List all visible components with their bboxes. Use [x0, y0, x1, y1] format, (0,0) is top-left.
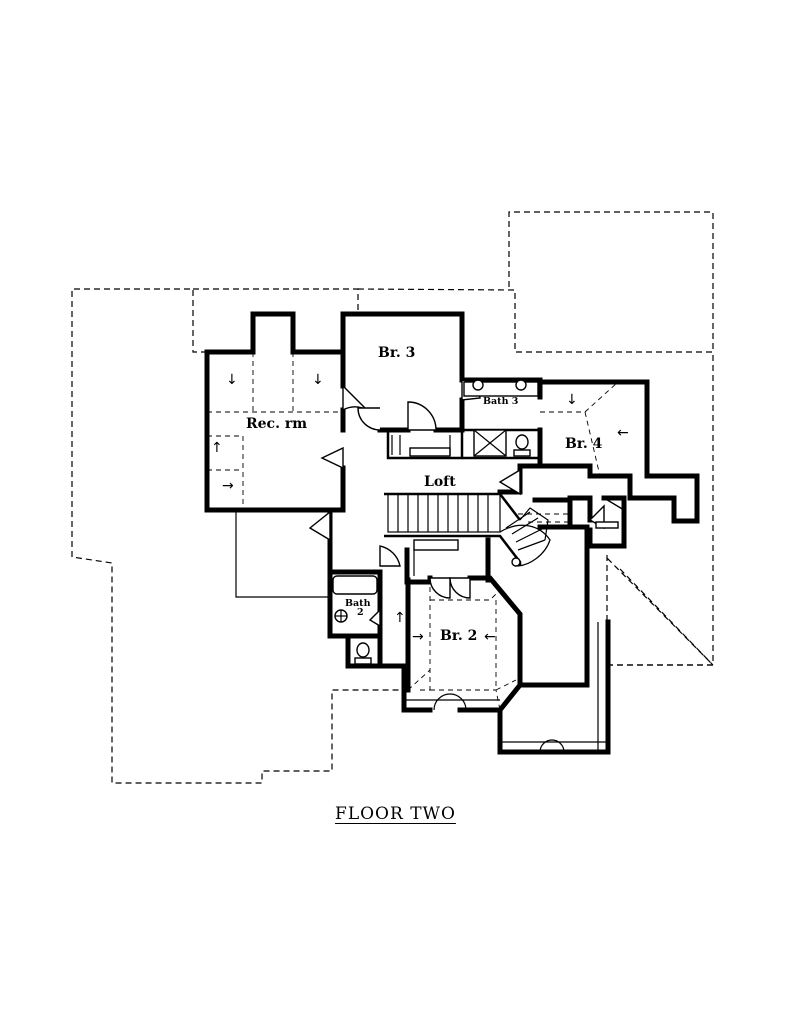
ceiling-lines: [207, 352, 619, 711]
arrow-left-icon: ←: [617, 425, 629, 441]
room-labels: Rec. rm Br. 3 Bath 3 Br. 4 Loft Bath 2 B…: [246, 345, 603, 644]
bath-fixtures: [332, 379, 619, 665]
label-br-2: Br. 2: [440, 628, 477, 644]
arrow-down-icon: ↓: [566, 392, 578, 408]
arrow-right-icon: →: [222, 478, 234, 494]
label-loft: Loft: [424, 474, 456, 490]
roof-outline: [71, 211, 715, 784]
label-bath-2-number: 2: [357, 607, 364, 618]
arrow-down-icon: ↓: [312, 372, 324, 388]
arrow-left-icon: ←: [484, 629, 496, 645]
arrow-right-icon: →: [412, 629, 424, 645]
arrow-up-icon: ↑: [211, 440, 223, 456]
label-bath-2: Bath: [345, 598, 371, 609]
label-br-3: Br. 3: [378, 345, 415, 361]
label-rec-rm: Rec. rm: [246, 416, 307, 432]
label-bath-3: Bath 3: [483, 396, 518, 407]
arrow-up-icon: ↑: [394, 610, 406, 626]
slope-arrows: ↓ ↓ ↓ ← → ↑ ↑ → ←: [211, 372, 629, 645]
arrow-down-icon: ↓: [226, 372, 238, 388]
windows: [404, 622, 608, 753]
label-br-4: Br. 4: [565, 436, 603, 452]
staircase: [384, 492, 551, 567]
floor-title: FLOOR TWO: [335, 804, 456, 824]
walls: [204, 311, 700, 755]
